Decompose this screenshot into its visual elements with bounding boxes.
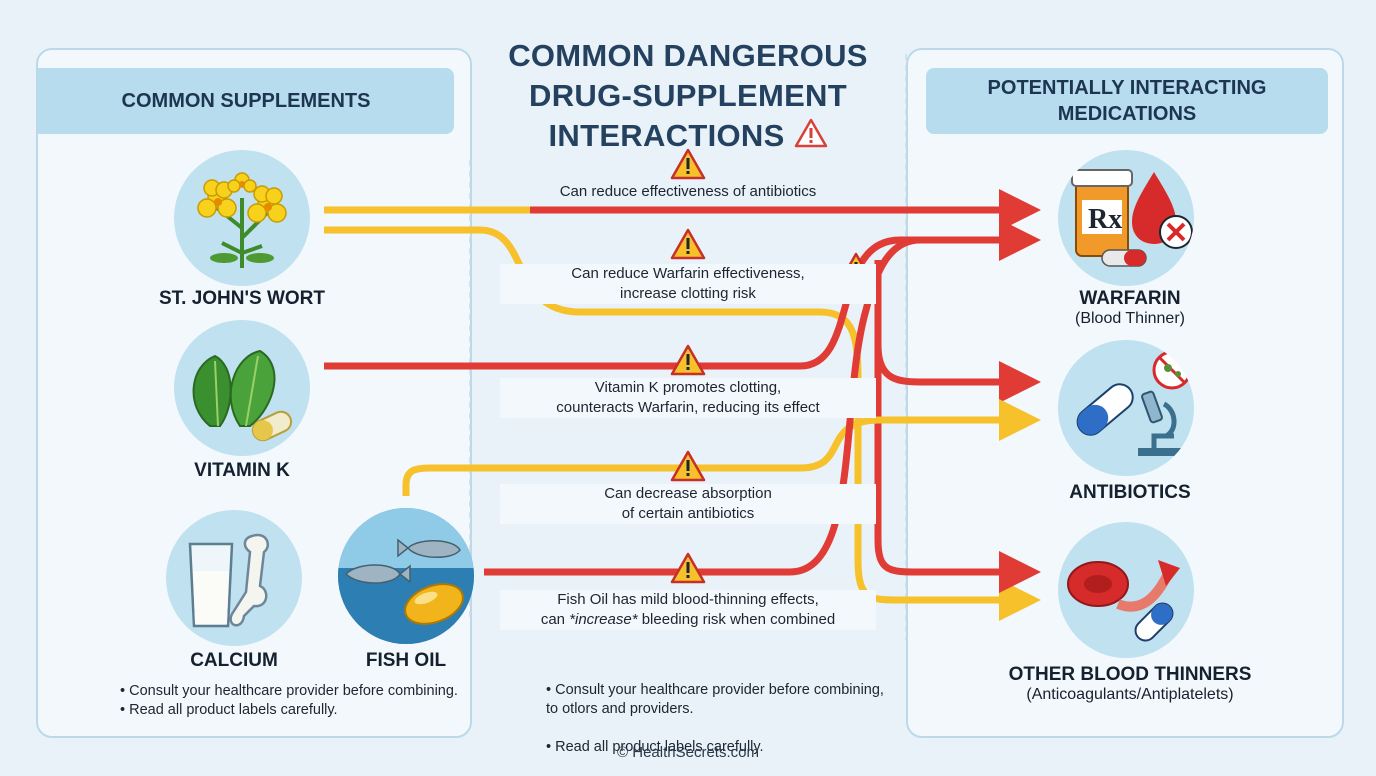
blood-cell-pill-icon [1058,522,1194,658]
bullet-item: Read all product labels carefully. [546,738,926,757]
bullet-item: Consult your healthcare provider before … [546,681,926,719]
medication-sublabel: (Anticoagulants/Antiplatelets) [1026,686,1234,703]
warning-icon [670,450,706,482]
title-line-3: INTERACTIONS [470,116,906,156]
supplement-label: FISH OIL [365,650,447,671]
medications-header: POTENTIALLY INTERACTING MEDICATIONS [926,68,1328,134]
st-johns-wort-flower-icon [174,150,310,286]
capsule-microscope-icon [1058,340,1194,476]
warning-icon [670,552,706,584]
leafy-greens-capsule-icon [174,320,310,456]
fish-capsule-icon [338,508,474,644]
interaction-note: Can reduce Warfarin effectiveness, incre… [500,264,876,304]
supplements-header: COMMON SUPPLEMENTS [38,68,454,134]
warning-icon [670,148,706,180]
milk-glass-bone-icon [166,510,302,646]
title-line-2: DRUG-SUPPLEMENT [529,78,847,113]
warning-icon [670,344,706,376]
title-line-1: COMMON DANGEROUS [508,38,868,73]
warning-icon [794,118,827,148]
medication-label: WARFARIN [1079,288,1181,309]
interaction-note: Can decrease absorption of certain antib… [500,484,876,524]
supplement-label: CALCIUM [190,650,278,671]
interaction-note: Can reduce effectiveness of antibiotics [559,183,817,200]
left-bullet-list: Consult your healthcare provider before … [120,682,510,720]
page-title: COMMON DANGEROUS DRUG-SUPPLEMENT INTERAC… [470,36,906,156]
medication-sublabel: (Blood Thinner) [1075,310,1185,327]
interaction-note: Vitamin K promotes clotting, counteracts… [500,378,876,418]
bullet-item: Read all product labels carefully. [120,701,510,720]
medication-label: OTHER BLOOD THINNERS [1008,664,1252,685]
arrow-fishoil-antibiotics [402,399,1041,496]
warning-icon [670,228,706,260]
svg-text:Rx: Rx [1088,204,1122,235]
footer-credit: © HealthSecrets.com [617,744,759,761]
medication-label: ANTIBIOTICS [1069,482,1191,503]
pill-bottle-blood-drop-icon: Rx [1058,150,1194,286]
interaction-note: Fish Oil has mild blood-thinning effects… [500,590,876,630]
bullet-item: Consult your healthcare provider before … [120,682,510,701]
center-bullet-list: Consult your healthcare provider before … [546,662,926,776]
supplement-label: ST. JOHN'S WORT [158,288,326,309]
arrow-fishoil-warfarin [484,236,921,576]
supplement-label: VITAMIN K [194,460,290,481]
